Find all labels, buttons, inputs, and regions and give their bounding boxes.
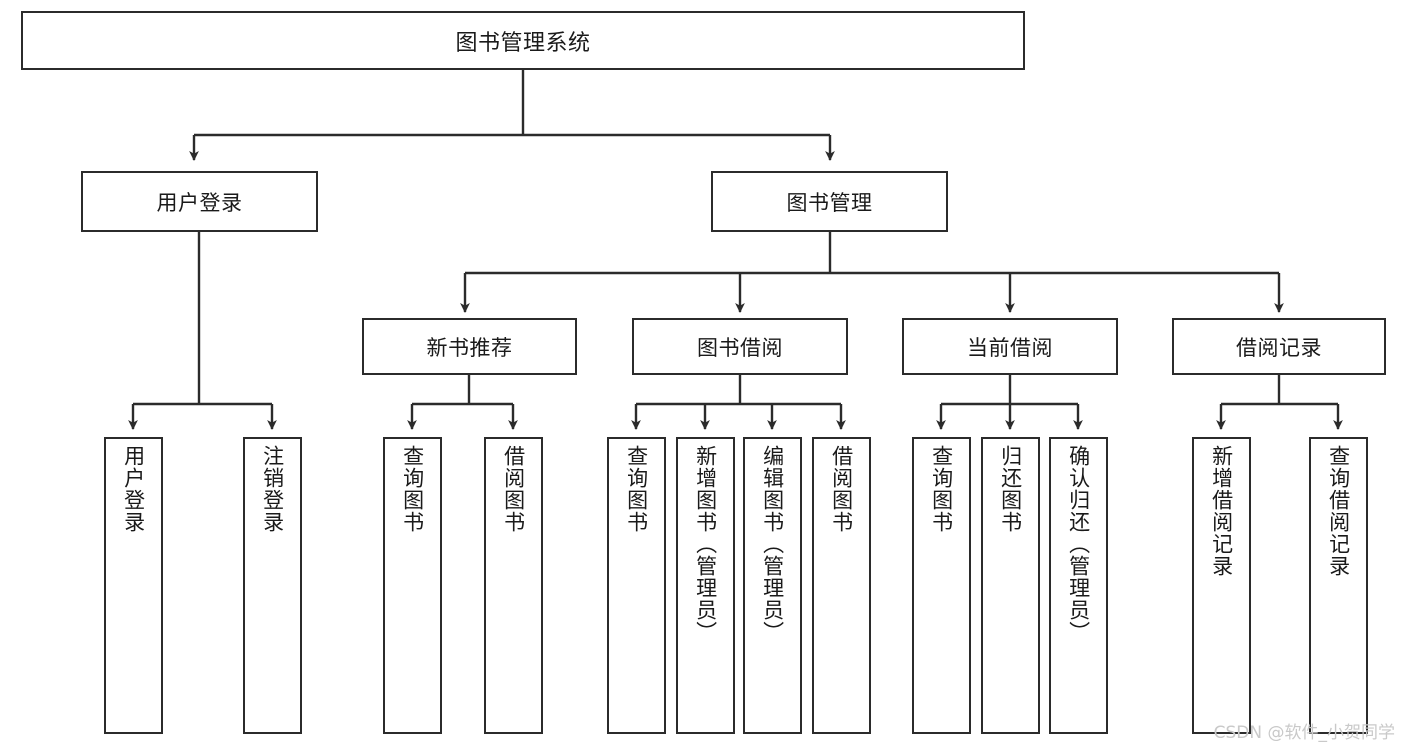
leaf-user-logout[interactable]: 注销登录 [243, 437, 302, 734]
node-label: 当前借阅 [967, 335, 1053, 360]
node-label: 新增借阅记录 [1209, 445, 1234, 577]
node-label: 借阅图书 [501, 445, 526, 533]
node-root-system[interactable]: 图书管理系统 [21, 11, 1025, 70]
node-label: 查询借阅记录 [1326, 445, 1351, 577]
node-label: 注销登录 [260, 445, 285, 533]
node-label: 用户登录 [121, 445, 146, 533]
node-label: 新增图书（管理员） [693, 445, 718, 643]
node-book-borrow[interactable]: 图书借阅 [632, 318, 848, 375]
node-borrow-record[interactable]: 借阅记录 [1172, 318, 1386, 375]
leaf-query-book-recommend[interactable]: 查询图书 [383, 437, 442, 734]
node-label: 新书推荐 [426, 335, 513, 360]
watermark-text: CSDN @软件_小贺同学 [1213, 723, 1395, 743]
node-new-book-recommend[interactable]: 新书推荐 [362, 318, 577, 375]
node-user-login[interactable]: 用户登录 [81, 171, 318, 232]
node-book-management[interactable]: 图书管理 [711, 171, 948, 232]
leaf-return-book[interactable]: 归还图书 [981, 437, 1040, 734]
leaf-query-book-borrow[interactable]: 查询图书 [607, 437, 666, 734]
node-label: 编辑图书（管理员） [760, 445, 785, 643]
leaf-borrow-book-borrow[interactable]: 借阅图书 [812, 437, 871, 734]
node-label: 借阅记录 [1236, 335, 1322, 360]
node-label: 借阅图书 [829, 445, 854, 533]
leaf-user-login[interactable]: 用户登录 [104, 437, 163, 734]
node-label: 查询图书 [400, 445, 425, 533]
node-label: 图书借阅 [697, 335, 783, 360]
node-current-borrow[interactable]: 当前借阅 [902, 318, 1118, 375]
node-label: 用户登录 [156, 190, 243, 215]
node-label: 图书管理系统 [455, 30, 591, 56]
leaf-query-book-current[interactable]: 查询图书 [912, 437, 971, 734]
leaf-add-borrow-record[interactable]: 新增借阅记录 [1192, 437, 1251, 734]
node-label: 归还图书 [998, 445, 1023, 533]
node-label: 查询图书 [624, 445, 649, 533]
leaf-confirm-return-admin[interactable]: 确认归还（管理员） [1049, 437, 1108, 734]
node-label: 图书管理 [786, 190, 873, 215]
leaf-add-book-admin[interactable]: 新增图书（管理员） [676, 437, 735, 734]
node-label: 查询图书 [929, 445, 954, 533]
node-label: 确认归还（管理员） [1066, 445, 1091, 643]
leaf-edit-book-admin[interactable]: 编辑图书（管理员） [743, 437, 802, 734]
leaf-query-borrow-record[interactable]: 查询借阅记录 [1309, 437, 1368, 734]
leaf-borrow-book-recommend[interactable]: 借阅图书 [484, 437, 543, 734]
